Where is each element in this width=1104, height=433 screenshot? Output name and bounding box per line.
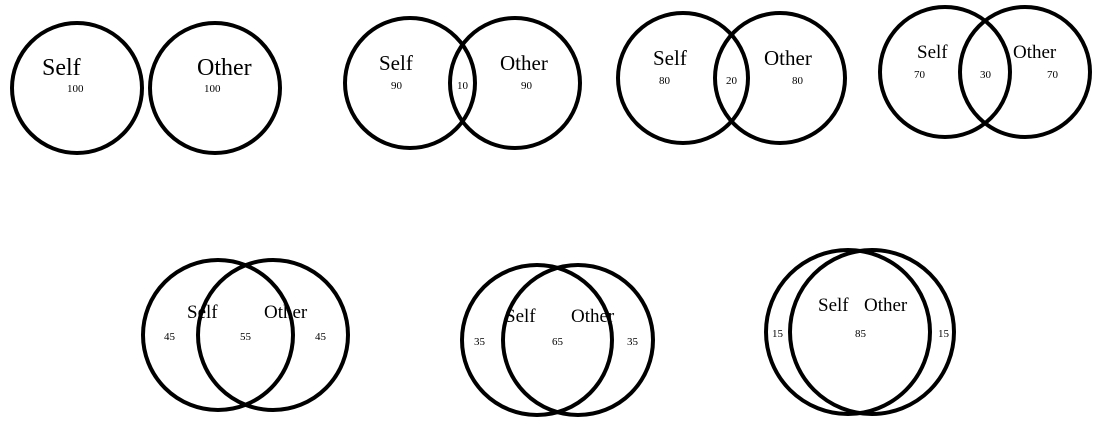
venn-diagram-6: Self Other 35 65 35 [460, 263, 655, 417]
overlap-value: 85 [855, 328, 867, 340]
other-circle [788, 248, 956, 416]
self-label: Self [818, 295, 849, 316]
other-circle [448, 16, 582, 150]
self-circle [764, 248, 932, 416]
self-only-value: 100 [67, 83, 84, 95]
venn-diagram-4: Self Other 70 30 70 [878, 5, 1092, 139]
overlap-value: 10 [457, 80, 469, 92]
self-only-value: 70 [914, 69, 926, 81]
self-circle [141, 258, 295, 412]
self-circle [343, 16, 477, 150]
self-only-value: 35 [474, 336, 486, 348]
venn-diagram-5: Self Other 45 55 45 [141, 258, 350, 412]
other-circle [958, 5, 1092, 139]
overlap-value: 55 [240, 331, 252, 343]
other-label: Other [764, 46, 812, 70]
self-label: Self [505, 306, 536, 327]
other-label: Other [1013, 42, 1057, 63]
venn-diagram-7: Self Other 15 85 15 [764, 248, 956, 416]
overlap-value: 30 [980, 69, 992, 81]
self-label: Self [917, 42, 948, 63]
venn-diagram-2: Self Other 90 10 90 [343, 16, 582, 150]
self-only-value: 15 [772, 328, 784, 340]
other-only-value: 35 [627, 336, 639, 348]
other-circle [501, 263, 655, 417]
other-circle [196, 258, 350, 412]
other-label: Other [197, 55, 252, 81]
self-label: Self [187, 302, 218, 323]
other-only-value: 70 [1047, 69, 1059, 81]
self-circle [460, 263, 614, 417]
other-only-value: 45 [315, 331, 327, 343]
overlap-value: 65 [552, 336, 564, 348]
other-label: Other [571, 306, 615, 327]
other-only-value: 15 [938, 328, 950, 340]
other-circle [713, 11, 847, 145]
other-only-value: 90 [521, 80, 533, 92]
venn-diagram-3: Self Other 80 20 80 [616, 11, 847, 145]
self-only-value: 90 [391, 80, 403, 92]
other-label: Other [500, 51, 548, 75]
self-label: Self [653, 46, 687, 70]
other-label: Other [864, 295, 908, 316]
self-only-value: 45 [164, 331, 176, 343]
other-only-value: 80 [792, 75, 804, 87]
self-circle [878, 5, 1012, 139]
self-circle [616, 11, 750, 145]
venn-diagram-1: Self Other 100 100 [10, 21, 282, 155]
self-only-value: 80 [659, 75, 671, 87]
overlap-value: 20 [726, 75, 738, 87]
other-circle [148, 21, 282, 155]
other-label: Other [264, 302, 308, 323]
self-label: Self [42, 55, 81, 81]
other-only-value: 100 [204, 83, 221, 95]
self-circle [10, 21, 144, 155]
self-label: Self [379, 51, 413, 75]
